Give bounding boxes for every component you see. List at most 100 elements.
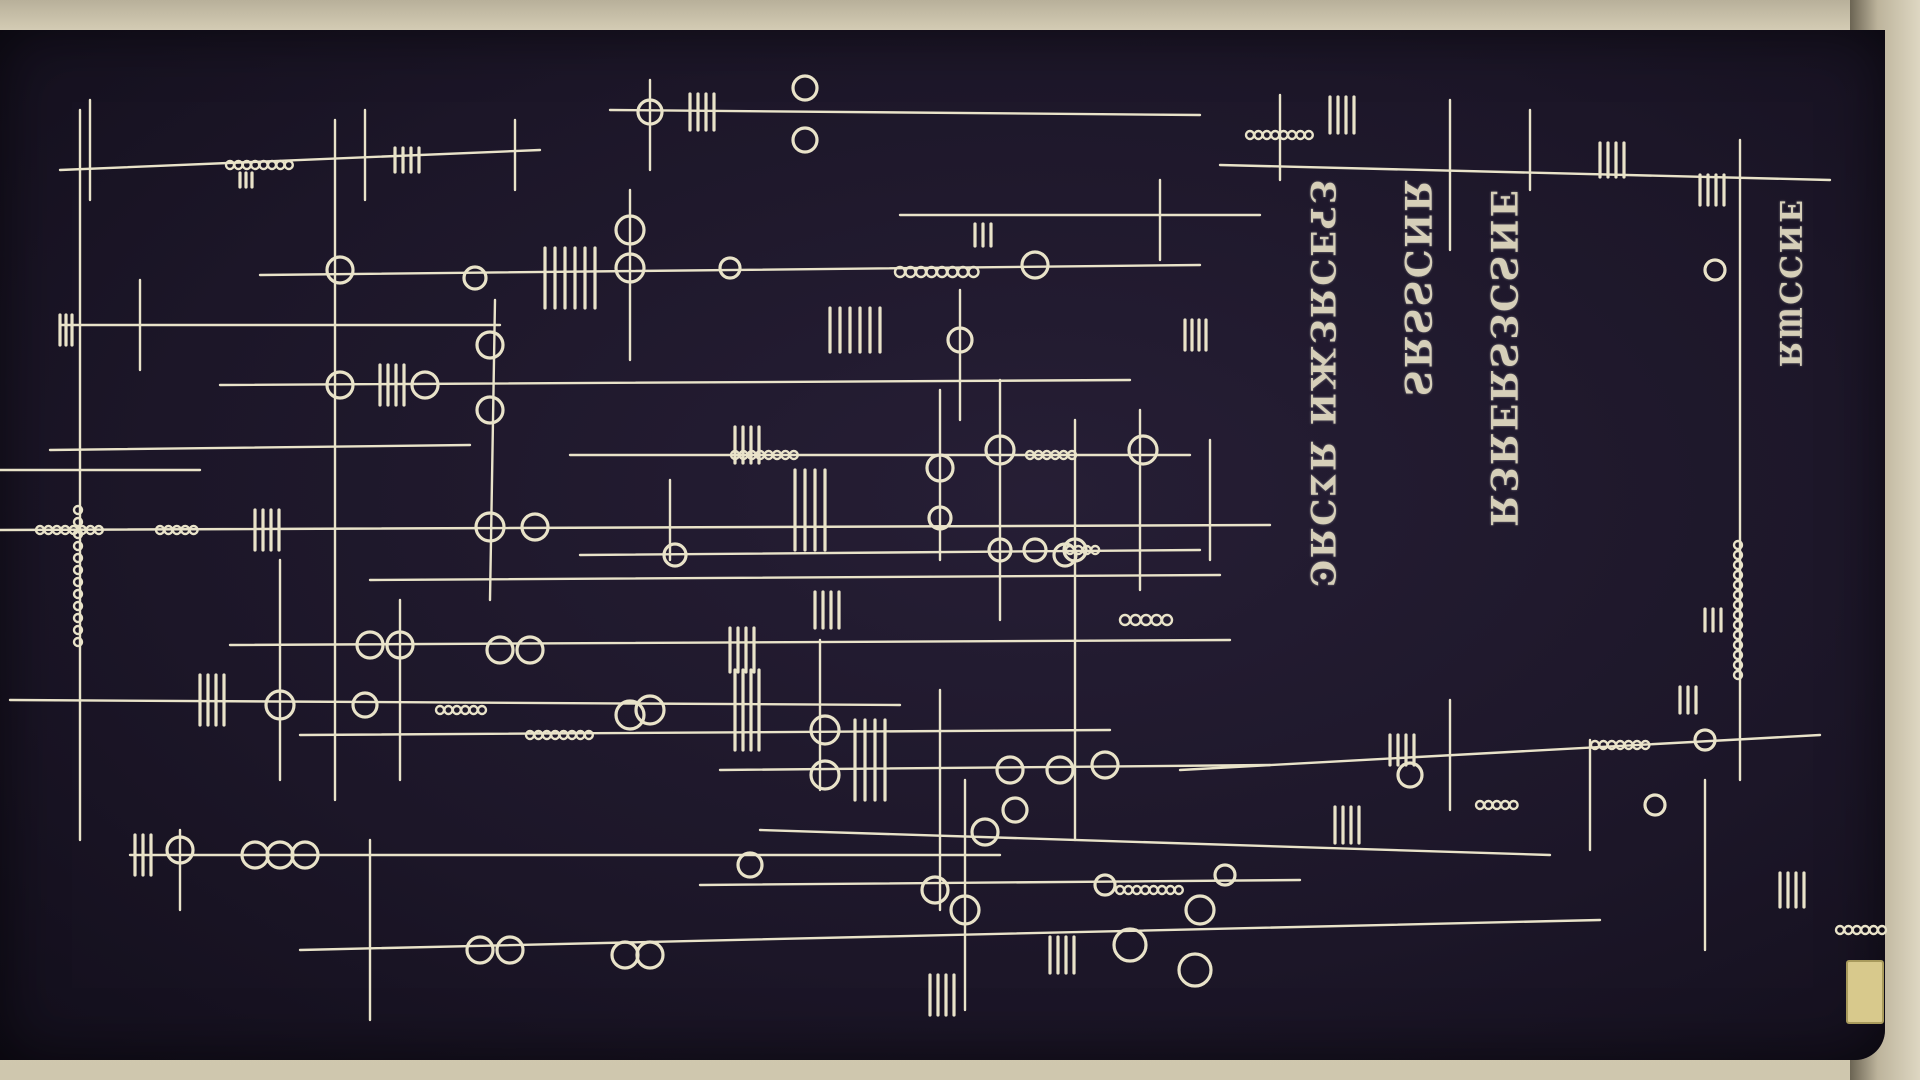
chalk-circle xyxy=(662,542,688,568)
chalk-circle xyxy=(1876,924,1888,936)
chalk-circle xyxy=(1269,129,1281,141)
chalk-circle xyxy=(410,370,440,400)
chalk-circle xyxy=(809,714,841,746)
chalk-circle xyxy=(1001,796,1029,824)
chalk-circle xyxy=(809,759,841,791)
chalk-circle xyxy=(462,265,488,291)
chalk-circle xyxy=(460,704,471,716)
chalk-circle xyxy=(791,126,819,154)
chalk-stroke xyxy=(1178,733,1822,772)
chalk-circle xyxy=(1160,613,1174,627)
chalk-circle xyxy=(1606,739,1618,751)
chalk-circle xyxy=(788,449,799,461)
chalk-circle xyxy=(1295,129,1306,141)
chalk-stroke xyxy=(488,298,497,602)
chalk-circle xyxy=(1732,579,1744,591)
chalk-circle xyxy=(1123,884,1134,896)
chalk-circle xyxy=(188,524,199,536)
chalk-circle xyxy=(72,528,84,540)
chalk-circle xyxy=(1261,129,1273,141)
chalk-circle xyxy=(515,635,545,665)
chalk-circle xyxy=(1693,728,1717,752)
chalk-circle xyxy=(72,564,84,576)
chalk-circle xyxy=(1148,884,1159,896)
wall-outlet xyxy=(1846,960,1884,1024)
chalk-circle xyxy=(93,524,105,536)
chalk-circle xyxy=(468,704,479,716)
chalk-circle xyxy=(614,699,646,731)
chalk-circle xyxy=(72,576,84,588)
chalk-circle xyxy=(1732,639,1744,651)
chalk-circle xyxy=(264,689,296,721)
chalk-marks xyxy=(58,74,1806,1017)
chalk-circle xyxy=(351,691,379,719)
chalk-circle xyxy=(385,630,415,660)
chalk-circle xyxy=(325,370,355,400)
glyph-column-2: ЯИƆƧƧЯƧ xyxy=(1396,180,1438,399)
chalk-circle xyxy=(266,159,278,171)
chalk-circle xyxy=(451,704,462,716)
chalk-circle xyxy=(1150,613,1163,627)
chalk-stroke xyxy=(608,108,1202,117)
chalk-circle xyxy=(718,256,742,280)
glyph-column-4: ƎИƆƆƜЯ xyxy=(1772,200,1807,370)
chalk-stroke xyxy=(258,263,1202,277)
chalk-circle xyxy=(1165,884,1176,896)
chalk-circle xyxy=(72,516,84,528)
chalk-circle xyxy=(610,940,640,970)
chalk-circle xyxy=(1253,129,1264,141)
chalk-circle xyxy=(614,214,646,246)
chalk-circle xyxy=(1090,750,1120,780)
chalk-stroke xyxy=(58,148,542,172)
glyph-column-3: ƎИƧƆƐƧЯƎЯƐЯ xyxy=(1482,190,1524,529)
chalk-circle xyxy=(1843,924,1854,936)
chalk-stroke xyxy=(368,573,1222,582)
chalk-circle xyxy=(1732,659,1744,671)
chalk-circle xyxy=(1491,799,1503,811)
chalk-circle xyxy=(1859,924,1871,936)
chalk-circle xyxy=(465,935,495,965)
chalk-circle xyxy=(550,729,561,741)
chalk-circle xyxy=(1131,884,1143,896)
chalk-circle xyxy=(1851,924,1863,936)
chalk-stroke xyxy=(698,878,1302,887)
chalk-circle xyxy=(1732,649,1744,661)
chalk-circle xyxy=(224,159,236,171)
chalk-circle xyxy=(1732,599,1744,611)
chalk-stroke xyxy=(8,698,902,707)
chalk-circle xyxy=(634,694,666,726)
chalk-circle xyxy=(233,159,244,171)
chalkboard xyxy=(0,30,1885,1060)
glyph-column-1: ƐɁƎƆЯƐЖИ ЯΣƆЯϾ xyxy=(1302,180,1342,590)
chalk-circle xyxy=(1177,952,1213,988)
chalk-circle xyxy=(1640,739,1651,751)
chalk-stroke xyxy=(48,443,472,452)
chalk-circle xyxy=(72,540,84,552)
chalk-circle xyxy=(736,851,764,879)
chalk-circle xyxy=(1868,924,1879,936)
chalk-circle xyxy=(1286,129,1298,141)
chalk-stroke xyxy=(298,728,1112,737)
chalk-circle xyxy=(1139,884,1151,896)
chalk-circle xyxy=(520,512,550,542)
chalk-circle xyxy=(434,704,446,716)
chalk-circle xyxy=(614,252,646,284)
chalk-circle xyxy=(258,159,269,171)
chalk-circle xyxy=(1483,799,1494,811)
chalk-circle xyxy=(1732,559,1744,571)
chalk-circle xyxy=(967,265,980,279)
chalk-circle xyxy=(635,940,665,970)
chalk-circle xyxy=(1732,669,1744,681)
chalk-circle xyxy=(165,835,195,865)
chalk-circle xyxy=(1184,894,1216,926)
chalk-circle xyxy=(72,552,84,564)
chalk-circle xyxy=(1114,884,1126,896)
chalk-circle xyxy=(1112,927,1148,963)
chalk-circle xyxy=(1474,799,1486,811)
chalk-circle xyxy=(72,636,84,648)
chalk-circle xyxy=(1020,250,1050,280)
chalk-circle xyxy=(1643,793,1667,817)
chalk-circle xyxy=(72,504,84,516)
chalk-stroke xyxy=(578,548,1202,557)
chalk-circle xyxy=(1156,884,1168,896)
